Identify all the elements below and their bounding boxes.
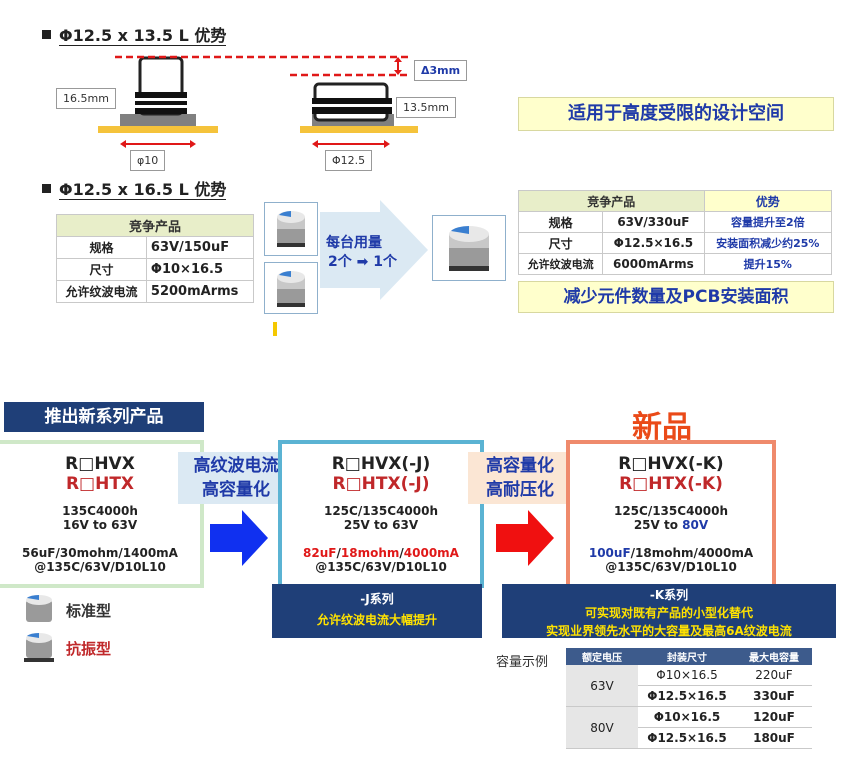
capacitor-image-2 [264,262,318,314]
bullet-square-icon [42,30,51,39]
capacity-example-table: 额定电压 封装尺寸 最大电容量 63V Φ10×16.5 220uF Φ12.5… [566,648,812,749]
new-series-title: 推出新系列产品 [4,402,204,432]
legend-standard: 标准型 [66,602,112,620]
section2-heading: Φ12.5 x 16.5 L 优势 [42,176,227,200]
result-table-header: 竞争产品 [518,190,705,212]
table-row: 尺寸 Φ12.5×16.5 安装面积减少约25% [517,232,833,254]
upgrade-label-2: 高容量化 高耐压化 [468,452,572,504]
table-row: 63V Φ10×16.5 220uF [566,665,812,707]
right-height-label: 13.5mm [396,97,456,118]
table-row: 规格 63V/330uF 容量提升至2倍 [517,211,833,233]
pcb-left [98,126,218,133]
legend-vibration: 抗振型 [66,640,112,658]
yellow-marker [273,322,277,336]
capacitor-image-1 [264,202,318,256]
table-row: Φ12.5×16.5 180uF [566,727,812,749]
capacitor-icon [277,211,305,247]
j-series-desc: -J系列 允许纹波电流大幅提升 [272,584,482,638]
series-standard-box: R□HVX R□HTX 135C4000h 16V to 63V 56uF/30… [0,440,204,588]
right-diameter-label: Φ12.5 [325,150,373,171]
table-row: Φ12.5×16.5 330uF [566,685,812,707]
upgrade-arrow-red [496,510,554,566]
capacitor-icon [277,271,305,307]
usage-label: 每台用量 [326,235,382,251]
height-benefit-box: 适用于高度受限的设计空间 [518,97,834,131]
capacitor-icon [449,226,489,271]
table-row: 允许纹波电流 6000mArms 提升15% [517,253,833,275]
k-series-desc: -K系列 可实现对既有产品的小型化替代 实现业界领先水平的大容量及最高6A纹波电… [502,584,836,638]
height-comparison-diagram [98,55,418,148]
competitor-table-header: 竞争产品 [56,214,254,237]
series-k-box: R□HVX(-K) R□HTX(-K) 125C/135C4000h 25V t… [566,440,776,588]
delta-height-label: Δ3mm [414,60,468,81]
upgrade-arrow-blue [210,510,268,566]
capacitor-image-new [432,215,506,281]
left-height-label: 16.5mm [56,88,116,109]
left-diameter-label: φ10 [130,150,166,171]
bullet-square-icon [42,184,51,193]
section1-heading: Φ12.5 x 13.5 L 优势 [42,22,227,46]
new-product-label: 新品 [632,410,692,445]
usage-change: 2个 ➡ 1个 [328,254,397,270]
pcb-right [300,126,418,133]
advantage-header: 优势 [703,190,833,212]
upgrade-label-1: 高纹波电流 高容量化 [178,452,294,504]
pcb-benefit-box: 减少元件数量及PCB安装面积 [518,281,834,313]
series-j-box: R□HVX(-J) R□HTX(-J) 125C/135C4000h 25V t… [278,440,484,588]
usage-reduction-arrow [320,200,428,300]
standard-capacitor-icon [26,594,52,622]
example-label: 容量示例 [496,655,549,670]
vibration-capacitor-icon [24,632,54,662]
result-table: 竞争产品 优势 规格 63V/330uF 容量提升至2倍 尺寸 Φ12.5×16… [517,190,833,275]
table-row: 80V Φ10×16.5 120uF [566,706,812,749]
